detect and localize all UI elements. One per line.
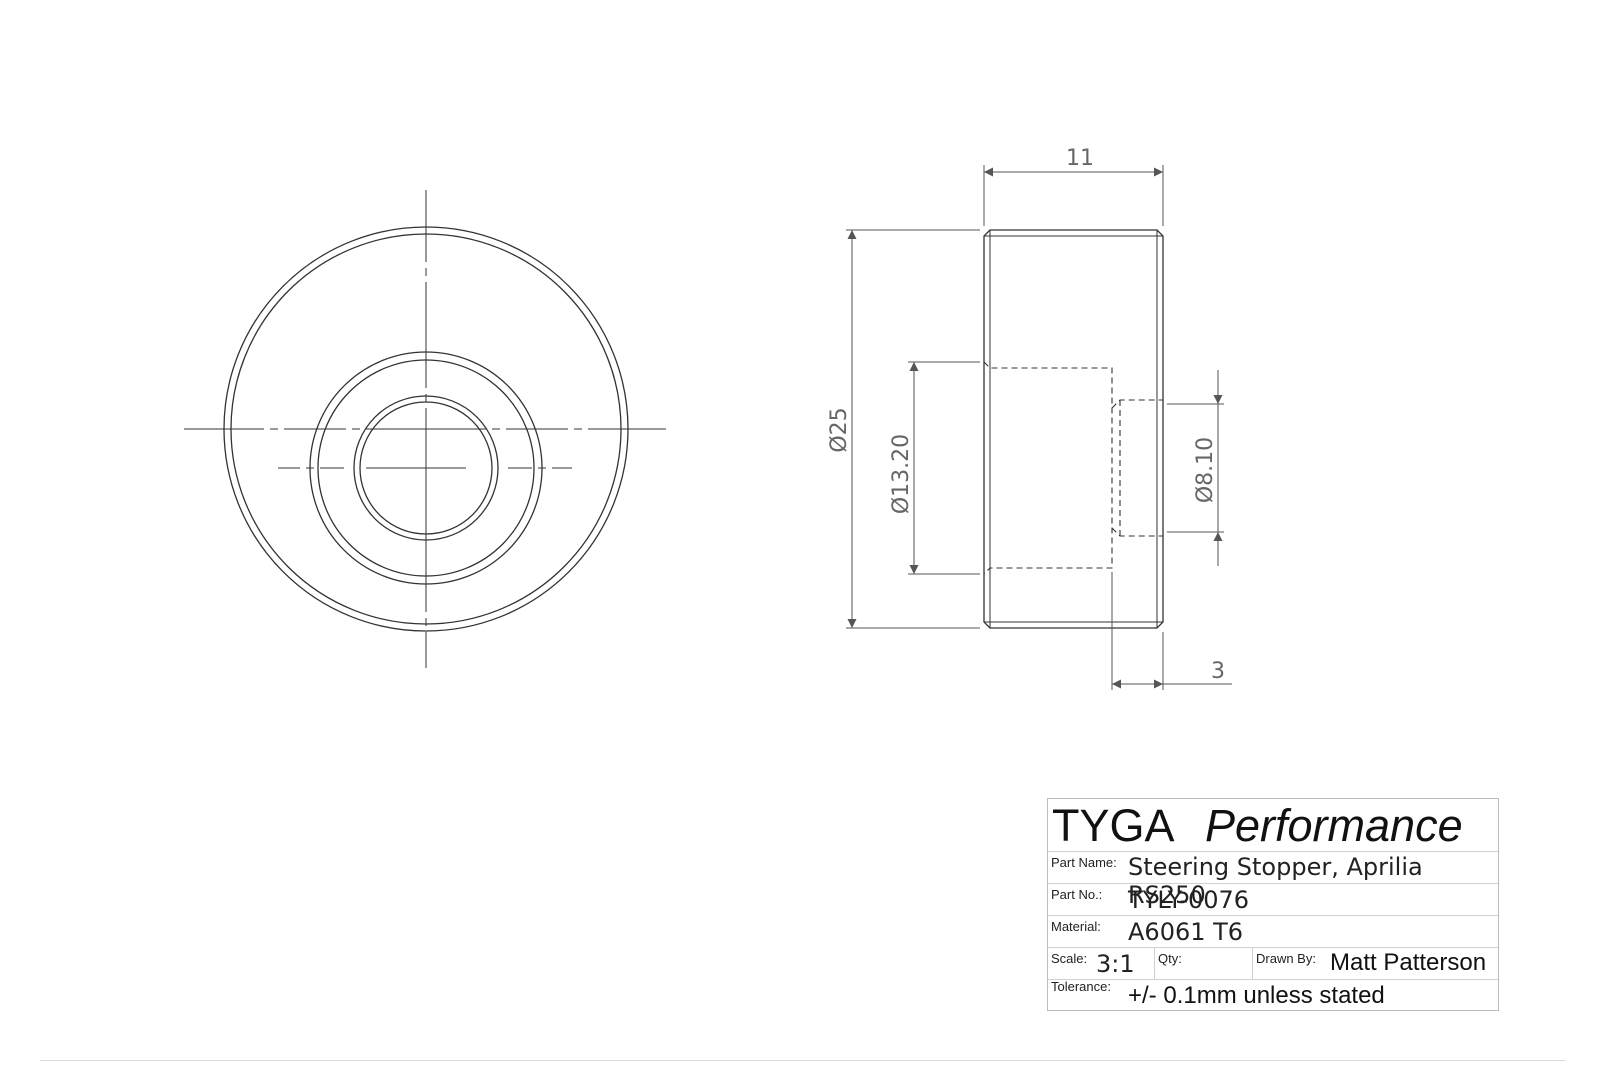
dim-outer-diameter-label: Ø25 (827, 407, 852, 452)
qty-separator (1154, 948, 1155, 979)
end-view-centerlines (184, 190, 666, 668)
hidden-through-hole (1111, 399, 1163, 537)
scale-label: Scale: (1051, 951, 1088, 966)
page-footer-divider (40, 1060, 1566, 1061)
tolerance-label: Tolerance: (1051, 979, 1111, 994)
dimension-lines (846, 165, 1232, 690)
part-name-value: Steering Stopper, Aprilia RS250 (1128, 853, 1423, 909)
row-material: Material: A6061 T6 (1048, 915, 1498, 947)
part-no-value: TYLY-0076 (1128, 886, 1250, 914)
dim-wall-thickness-label: 3 (1211, 659, 1225, 684)
drawn-by-label: Drawn By: (1256, 951, 1316, 966)
side-view (983, 229, 1164, 629)
hidden-bore (983, 361, 1113, 575)
dim-bore-diameter-label: Ø13.20 (889, 434, 914, 514)
title-block: TYGA Performance Part Name: Steering Sto… (1047, 798, 1499, 1011)
drawn-by-separator (1252, 948, 1253, 979)
row-scale-qty-drawn: Scale: 3:1 Qty: Drawn By: Matt Patterson (1048, 947, 1498, 979)
material-value: A6061 T6 (1128, 918, 1244, 946)
qty-label: Qty: (1158, 951, 1182, 966)
part-no-label: Part No.: (1051, 887, 1103, 902)
company-name: TYGA (1052, 800, 1175, 851)
dim-length-label: 11 (1066, 146, 1094, 171)
company-tagline: Performance (1205, 800, 1463, 851)
row-part-no: Part No.: TYLY-0076 (1048, 883, 1498, 915)
tolerance-value: +/- 0.1mm unless stated (1128, 982, 1385, 1009)
row-part-name: Part Name: Steering Stopper, Aprilia RS2… (1048, 851, 1498, 909)
material-label: Material: (1051, 919, 1101, 934)
dim-through-hole-label: Ø8.10 (1193, 437, 1218, 503)
scale-value: 3:1 (1096, 950, 1135, 978)
dimension-labels: 11 Ø25 Ø13.20 Ø8.10 3 (827, 146, 1225, 684)
title-block-header: TYGA Performance (1048, 799, 1498, 851)
drawn-by-value: Matt Patterson (1330, 949, 1487, 976)
part-name-label: Part Name: (1051, 855, 1117, 870)
row-tolerance: Tolerance: +/- 0.1mm unless stated (1048, 979, 1498, 1012)
